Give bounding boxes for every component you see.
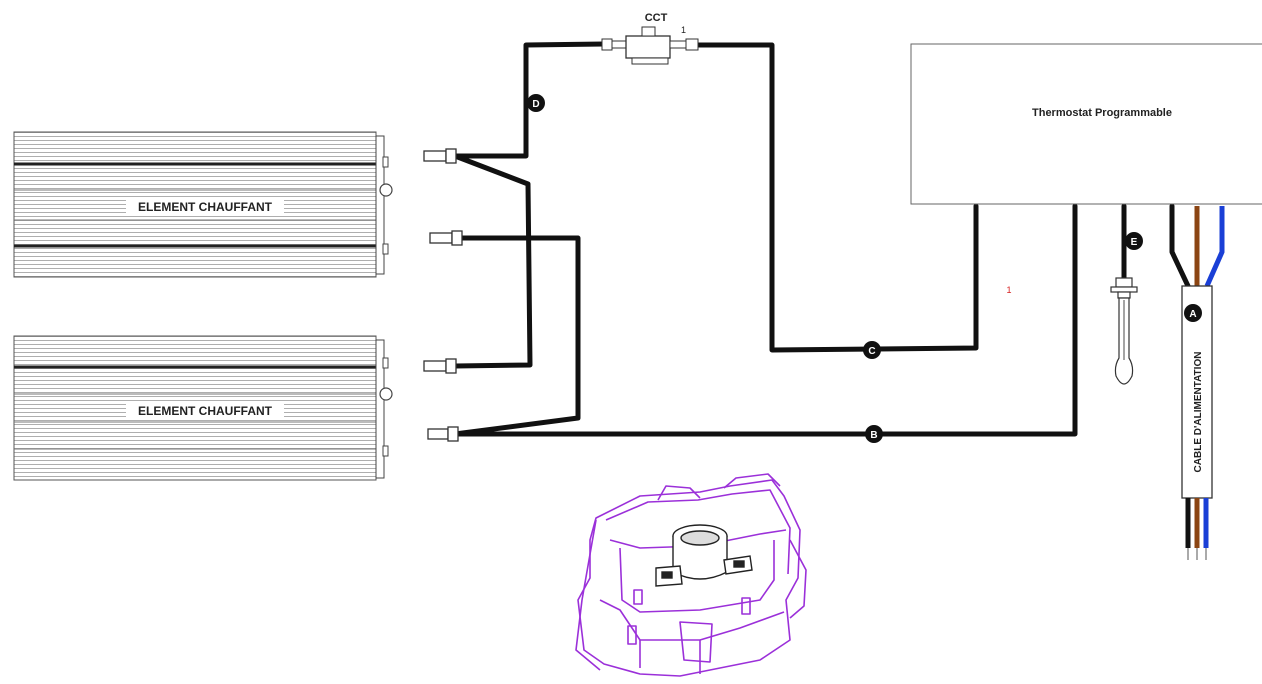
cct-label: CCT <box>645 12 668 24</box>
power-cable: CABLE D'ALIMENTATION <box>1181 285 1213 560</box>
heating-element-label: ELEMENT CHAUFFANT <box>138 404 273 418</box>
marker-c-text: C <box>868 346 875 357</box>
heating-element-top: ELEMENT CHAUFFANT <box>13 131 393 278</box>
marker-e-text: E <box>1131 237 1138 248</box>
temperature-probe <box>1110 277 1138 385</box>
wire-heater-top <box>452 235 581 437</box>
cable-black-wire <box>1169 203 1191 289</box>
spade-terminal <box>429 230 463 246</box>
wire-c <box>695 42 979 353</box>
marker-d-text: D <box>532 99 539 110</box>
annotation-number: 1 <box>1006 285 1011 295</box>
marker-e: E <box>1125 232 1143 250</box>
spade-terminal <box>427 426 459 442</box>
wire-b <box>452 203 1078 437</box>
spade-terminal <box>423 358 457 374</box>
heating-element-bottom: ELEMENT CHAUFFANT <box>13 335 393 481</box>
thermostat-label: Thermostat Programmable <box>1032 107 1172 119</box>
cct-pin-label: 1 <box>681 25 686 35</box>
thermostat-capsule-illustration <box>655 524 753 587</box>
marker-b: B <box>865 425 883 443</box>
marker-b-text: B <box>870 430 877 441</box>
marker-c: C <box>863 341 881 359</box>
spade-terminal <box>423 148 457 164</box>
cct-thermal-cutoff: CCT 1 <box>601 12 699 65</box>
heating-element-label: ELEMENT CHAUFFANT <box>138 200 273 214</box>
wire-d <box>452 41 607 159</box>
wire-d-cross <box>452 153 533 369</box>
marker-a: A <box>1184 304 1202 322</box>
programmable-thermostat: Thermostat Programmable <box>910 43 1262 205</box>
cable-blue-wire <box>1204 206 1225 288</box>
power-cable-label: CABLE D'ALIMENTATION <box>1193 352 1204 473</box>
spade-terminals <box>423 148 463 442</box>
marker-d: D <box>527 94 545 112</box>
marker-a-text: A <box>1189 309 1196 320</box>
